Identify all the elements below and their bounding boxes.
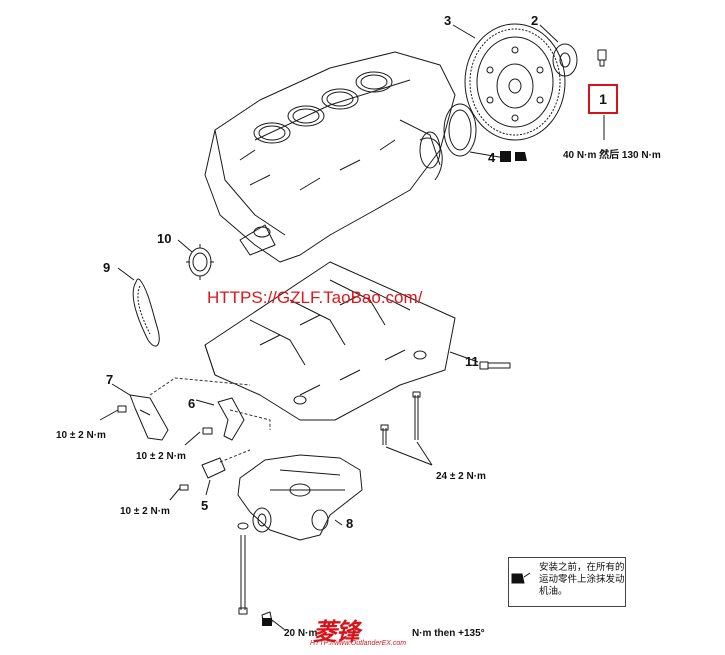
note-box: 安装之前，在所有的运动零件上涂抹发动机油。 — [508, 557, 626, 607]
part-callout-1: 1 — [588, 84, 618, 114]
note-text: 安装之前，在所有的运动零件上涂抹发动机油。 — [539, 562, 625, 597]
adapter-plate — [552, 43, 578, 77]
torque-bottom: 20 N·m — [284, 628, 318, 639]
part-label-3: 3 — [444, 13, 452, 28]
part-label-2: 2 — [531, 13, 539, 28]
part-label-9: 9 — [103, 260, 111, 275]
timing-chain — [117, 267, 160, 347]
torque-bottom-angle: N·m then +135° — [412, 628, 485, 639]
brand-logo: 菱锋 — [313, 618, 360, 646]
ladder-frame — [204, 261, 456, 421]
part-label-10: 10 — [157, 231, 172, 246]
torque-part-7: 10 ± 2 N·m — [56, 430, 106, 441]
crank-sprocket — [177, 239, 214, 280]
oil-apply-icon-bottom — [262, 618, 272, 626]
long-bolts — [380, 391, 433, 466]
part-label-11: 11 — [465, 354, 479, 369]
part-label-6: 6 — [188, 396, 196, 411]
oil-apply-icon — [515, 152, 527, 161]
torque-flywheel: 40 N·m 然后 130 N·m — [563, 150, 661, 161]
pump-long-bolt — [237, 522, 286, 631]
engine-block — [204, 51, 456, 263]
brand-url: HTTP://www.OutlanderEX.com — [310, 640, 407, 647]
flywheel — [464, 23, 566, 141]
flywheel-bolt — [597, 49, 607, 67]
oil-seal — [443, 103, 477, 157]
torque-part-6: 10 ± 2 N·m — [136, 451, 186, 462]
chain-tensioner-5 — [169, 457, 226, 501]
oil-can-icon — [511, 572, 531, 584]
watermark-url: HTTPS://GZLF.TaoBao.com/ — [207, 288, 423, 307]
new-part-icon — [500, 151, 511, 162]
part-label-7: 7 — [106, 372, 114, 387]
torque-long-bolts: 24 ± 2 N·m — [436, 471, 486, 482]
torque-part-5: 10 ± 2 N·m — [120, 506, 170, 517]
chain-guide-7 — [99, 383, 169, 441]
part-label-4: 4 — [488, 150, 496, 165]
side-bolt — [449, 351, 511, 370]
assembly-guide-lines — [149, 377, 271, 463]
part-label-5: 5 — [201, 498, 209, 513]
part-label-8: 8 — [346, 516, 354, 531]
oil-pump-balancer — [237, 454, 363, 541]
tensioner-lever-6 — [184, 397, 245, 446]
part-label-1: 1 — [599, 91, 607, 107]
